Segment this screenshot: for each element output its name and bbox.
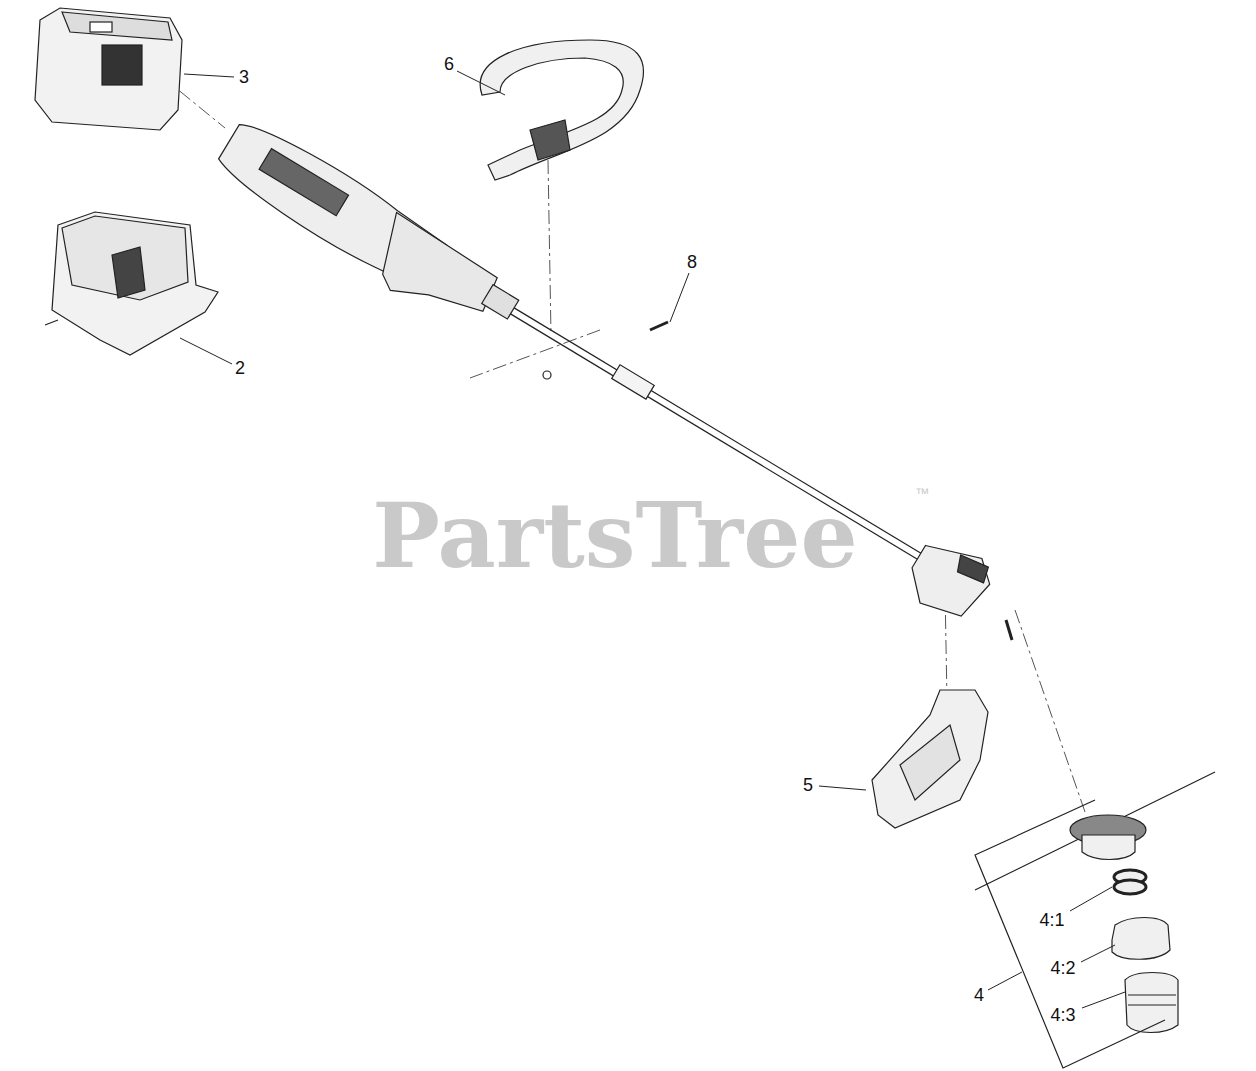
callout-number: 6 [444, 55, 454, 73]
callout-number: 4:3 [1050, 1006, 1075, 1024]
callout-number: 4:1 [1039, 911, 1064, 929]
callout-number: 8 [687, 253, 697, 271]
callout-number: 4:2 [1050, 959, 1075, 977]
callout-number: 2 [235, 359, 245, 377]
callout-number: 4 [974, 986, 984, 1004]
callout-number: 3 [239, 68, 249, 86]
watermark: PartsTree [372, 490, 858, 580]
callout-number: 5 [803, 776, 813, 794]
trademark-mark: ™ [915, 486, 929, 500]
